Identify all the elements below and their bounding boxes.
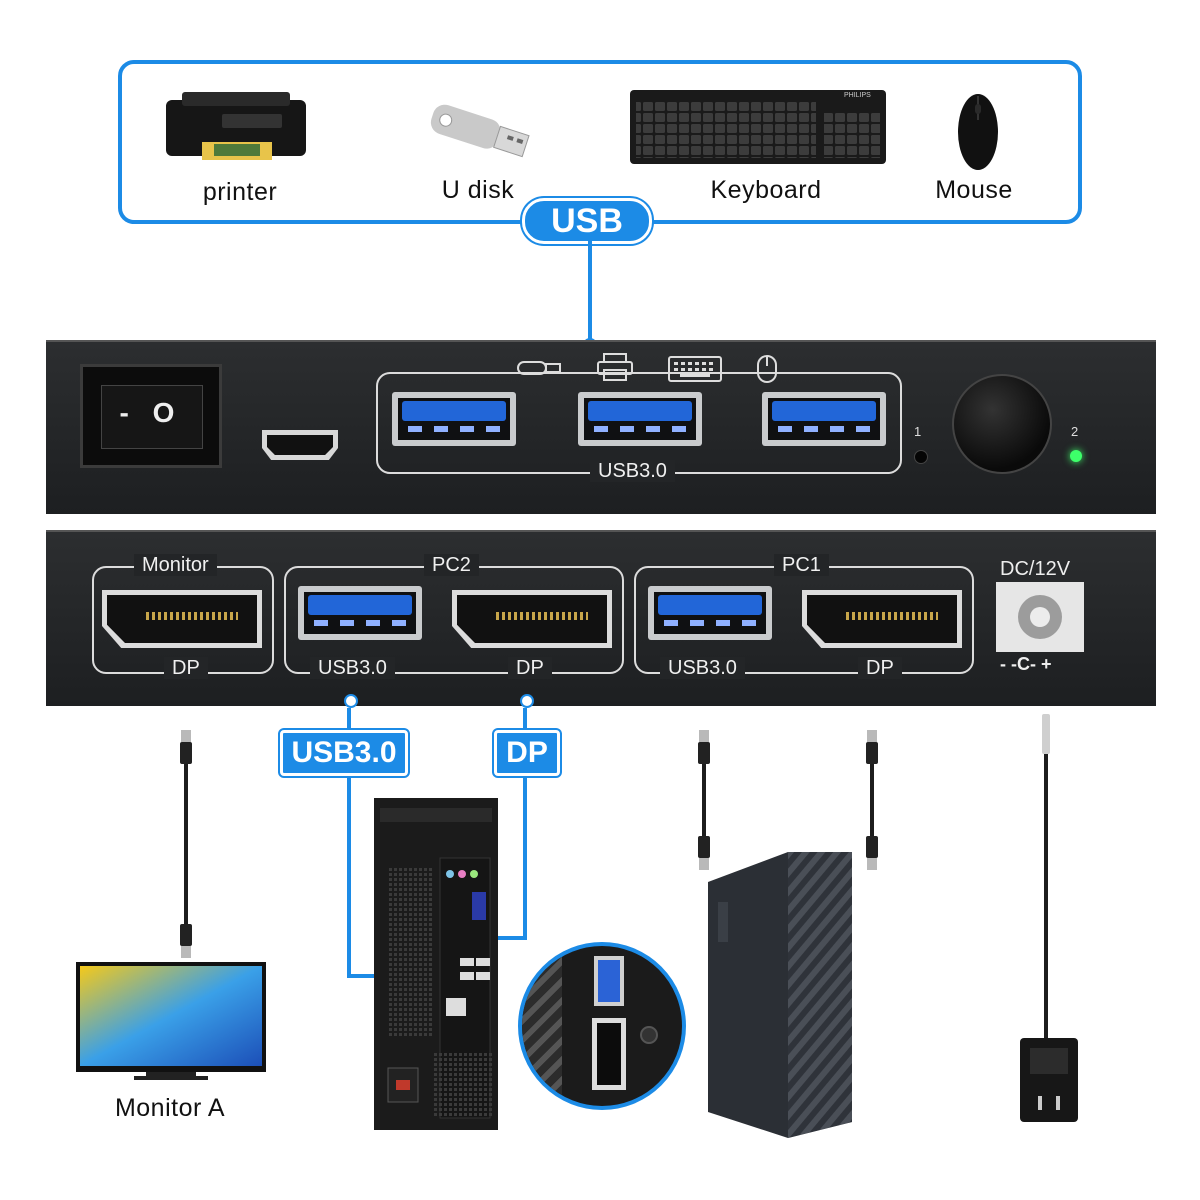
dp-connector-h — [490, 936, 527, 940]
pc1-usb-cable-top-plug — [698, 730, 710, 764]
pc1-usb-cable — [702, 764, 706, 836]
pc1-dp-port[interactable] — [802, 590, 962, 648]
power-label: DC/12V — [1000, 558, 1071, 580]
monitor-a-label: Monitor A — [114, 1094, 226, 1122]
pc1-dp-cable-bottom-plug — [866, 836, 878, 858]
power-adapter-image — [1020, 1038, 1078, 1122]
dp-connector-line — [523, 708, 527, 940]
printer-icon — [596, 352, 634, 382]
pc1-tower-image — [708, 852, 852, 1138]
usb30-badge: USB3.0 — [280, 730, 408, 776]
zoom-usb-port — [594, 956, 624, 1006]
u-disk-image — [424, 96, 534, 166]
usb-connector-line — [588, 240, 592, 340]
power-switch-rocker — [101, 385, 203, 449]
mini-port — [262, 430, 338, 460]
pc1-dp-label: DP — [858, 657, 902, 679]
dc-cable-tip — [1042, 714, 1050, 754]
polarity-symbol: - -C- + — [1000, 654, 1052, 674]
front-usb-port-3[interactable] — [762, 392, 886, 446]
front-usb-group-label: USB3.0 — [590, 460, 675, 482]
pc1-dp-cable — [870, 764, 874, 836]
indicator-1-led — [914, 450, 928, 464]
pc2-usb-label: USB3.0 — [310, 657, 395, 679]
keyboard-brand: PHILIPS — [844, 92, 871, 99]
switch-button[interactable] — [952, 374, 1052, 474]
indicator-2-label: 2 — [1071, 424, 1079, 439]
keyboard-image: PHILIPS — [630, 90, 886, 164]
front-usb-port-2[interactable] — [578, 392, 702, 446]
usb30-connector-line — [347, 708, 351, 978]
u-disk-label: U disk — [441, 176, 515, 204]
keyboard-label: Keyboard — [710, 176, 822, 204]
keyboard-icon — [668, 356, 722, 382]
pc2-dp-label: DP — [508, 657, 552, 679]
pc2-dp-port[interactable] — [452, 590, 612, 648]
pc2-tower-image — [374, 798, 498, 1130]
monitor-cable-bottom-plug — [180, 924, 192, 946]
dp-badge: DP — [494, 730, 560, 776]
printer-image — [162, 92, 310, 164]
usb-badge: USB — [522, 198, 652, 244]
dp-connector-dot — [520, 694, 534, 708]
pc2-group-label: PC2 — [424, 554, 479, 576]
monitor-group-label: Monitor — [134, 554, 217, 576]
pc2-usb-port[interactable] — [298, 586, 422, 640]
pc1-group-label: PC1 — [774, 554, 829, 576]
port-zoom-circle — [518, 942, 686, 1110]
monitor-a-image — [76, 962, 266, 1082]
power-switch-symbol: - O — [119, 397, 183, 428]
monitor-dp-label: DP — [164, 657, 208, 679]
monitor-dp-port[interactable] — [102, 590, 262, 648]
mouse-label: Mouse — [935, 176, 1013, 204]
usb30-connector-dot — [344, 694, 358, 708]
indicator-1-label: 1 — [914, 424, 922, 439]
mouse-image — [956, 92, 1000, 172]
power-switch[interactable]: - O — [80, 364, 222, 468]
printer-label: printer — [202, 178, 278, 206]
mouse-icon — [756, 354, 778, 384]
monitor-cable — [184, 764, 188, 924]
front-usb-port-1[interactable] — [392, 392, 516, 446]
dc-jack[interactable] — [996, 582, 1084, 652]
indicator-2-led — [1070, 450, 1082, 462]
usb-plug-icon — [514, 356, 564, 380]
dc-cable — [1044, 754, 1048, 1040]
monitor-cable-top-plug — [180, 730, 192, 764]
zoom-dp-port — [592, 1018, 626, 1090]
pc1-usb-port[interactable] — [648, 586, 772, 640]
pc1-dp-cable-top-plug — [866, 730, 878, 764]
pc1-usb-label: USB3.0 — [660, 657, 745, 679]
